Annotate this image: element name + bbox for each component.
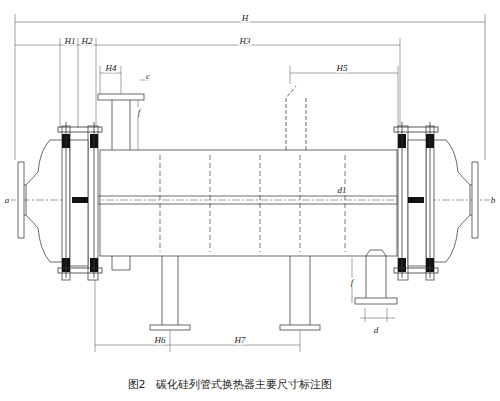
dimension-label: H7 — [234, 336, 247, 345]
nozzles — [98, 86, 397, 330]
dimension-label: f — [137, 108, 142, 117]
dimension-label: d1 — [337, 186, 348, 195]
channel-heads — [18, 140, 478, 262]
figure-caption: 图2 碳化硅列管式换热器主要尺寸标注图 — [128, 377, 333, 392]
dimension-label: f — [350, 278, 355, 287]
tube-bundle — [98, 155, 398, 252]
dimension-label: H — [241, 14, 250, 23]
dimension-label: H1 — [64, 37, 77, 46]
dimension-lines — [8, 14, 490, 352]
port-label: a — [4, 196, 11, 205]
dimension-label: c — [145, 72, 151, 81]
shell — [100, 150, 397, 256]
flanges — [58, 122, 438, 280]
dimension-label: H3 — [239, 37, 252, 46]
dimension-label: H2 — [81, 37, 94, 46]
dimension-label: H5 — [336, 64, 349, 73]
dimension-label: d — [373, 326, 380, 335]
dimension-label: H6 — [154, 336, 167, 345]
dimension-label: H4 — [105, 64, 118, 73]
port-label: b — [490, 196, 497, 205]
